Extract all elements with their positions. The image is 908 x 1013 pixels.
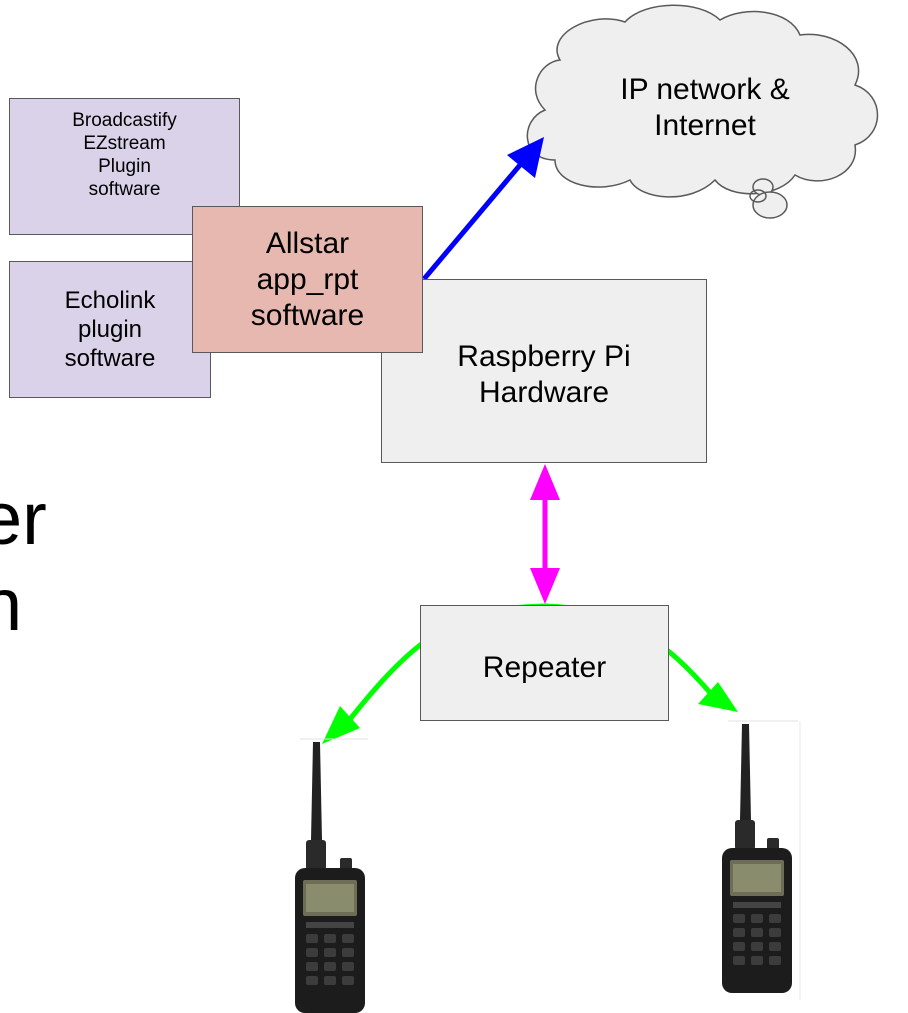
- cloud-icon: [526, 4, 879, 219]
- allstar-software-box: Allstar app_rpt software: [192, 206, 423, 353]
- repeater-box: Repeater: [420, 605, 669, 721]
- repeater-label: Repeater: [482, 651, 607, 684]
- echolink-plugin-label: Echolink plugin software: [64, 287, 156, 372]
- raspberry-pi-box: Raspberry Pi Hardware: [381, 279, 707, 463]
- rpi-repeater-link-arrow: [530, 464, 560, 604]
- handheld-radio-icon: [295, 738, 368, 1013]
- handheld-radio-icon: [722, 720, 801, 1000]
- cropped-text-line-2: n: [0, 563, 23, 646]
- cropped-text-line-1: er: [0, 477, 47, 560]
- cloud-label: IP network & Internet: [620, 73, 790, 142]
- broadcastify-plugin-label: Broadcastify EZstream Plugin software: [72, 110, 177, 200]
- network-arrow: [422, 137, 544, 281]
- echolink-plugin-box: Echolink plugin software: [9, 261, 211, 398]
- raspberry-pi-label: Raspberry Pi Hardware: [457, 340, 631, 409]
- allstar-software-label: Allstar app_rpt software: [250, 226, 365, 332]
